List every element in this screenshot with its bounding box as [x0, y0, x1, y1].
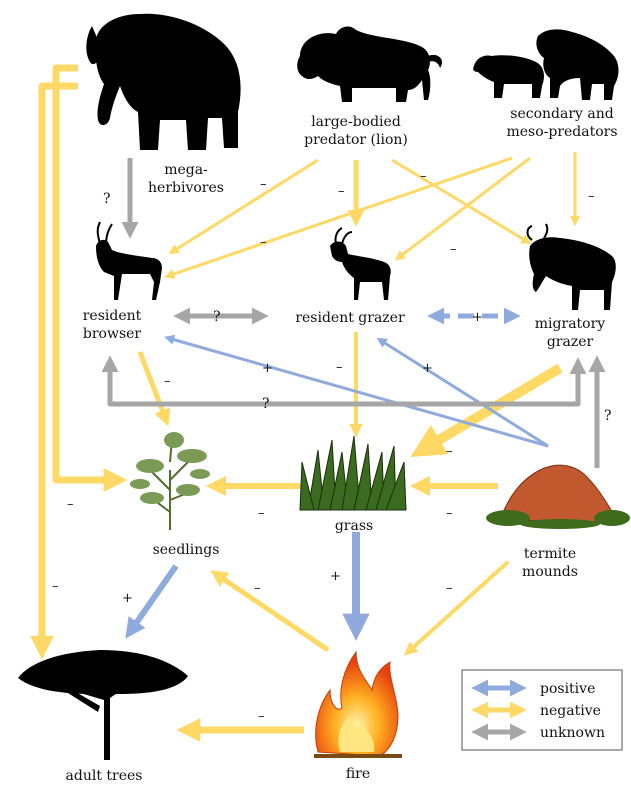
sign-minus-grazer-grass: – — [336, 360, 343, 375]
arrow-termite-migratory-gray — [280, 357, 587, 407]
sign-minus-elephant-trees-left: – — [52, 579, 59, 594]
sign-plus-grazer-migratory: + — [472, 310, 483, 325]
label-lion-line1: large-bodied — [311, 114, 401, 130]
sign-minus-browser-seedlings: – — [164, 374, 171, 389]
sign-minus-lion-grazer: – — [338, 184, 345, 199]
label-fire: fire — [346, 766, 370, 782]
sign-minus-termite-grass: – — [446, 506, 453, 521]
sign-minus-fire-trees: – — [258, 709, 265, 724]
sign-minus-meso-browser: – — [260, 235, 267, 250]
label-megaherbivores-line2: herbivores — [148, 180, 224, 196]
label-termite-line2: mounds — [522, 564, 578, 580]
sign-minus-grass-seedlings: – — [258, 506, 265, 521]
acacia-tree-icon — [18, 650, 188, 760]
legend-negative-label: negative — [540, 703, 601, 719]
arrow-megaherbivores-trees — [30, 82, 78, 660]
arrow-fire-seedlings — [210, 570, 330, 653]
sign-minus-migratory-grass: – — [446, 444, 453, 459]
label-trees: adult trees — [66, 768, 143, 784]
sign-minus-lion-migratory: – — [420, 169, 427, 184]
sign-plus-seedlings-trees: + — [122, 591, 133, 606]
sign-q-elephant-browser: ? — [103, 191, 111, 207]
label-seedlings: seedlings — [153, 542, 220, 558]
label-lion-line2: predator (lion) — [304, 132, 408, 148]
elephant-icon — [86, 13, 241, 151]
termite-mound-icon — [486, 464, 630, 529]
arrow-termite-fire — [403, 560, 510, 656]
arrow-browser-seedlings — [137, 351, 171, 427]
label-meso-line1: secondary and — [510, 106, 613, 122]
seedling-icon — [130, 432, 210, 530]
label-grazer: resident grazer — [295, 310, 405, 326]
sign-minus-meso-grazer: – — [450, 242, 457, 257]
sign-q-termite-gray: ? — [262, 396, 270, 412]
label-meso-line2: meso-predators — [506, 124, 617, 140]
label-migratory-line1: migratory — [535, 316, 606, 332]
arrow-lion-browser — [168, 158, 319, 255]
sign-plus-termite-browser: + — [262, 361, 273, 376]
arrow-meso-browser — [164, 156, 513, 279]
hyena-icon — [473, 29, 619, 101]
sign-minus-fire-seedlings: – — [254, 581, 261, 596]
arrows — [30, 64, 606, 742]
sign-plus-termite-grazer: + — [422, 361, 433, 376]
legend: positive negative unknown — [461, 669, 623, 751]
sign-plus-grass-fire: + — [330, 569, 341, 584]
node-labels: mega- herbivores large-bodied predator (… — [66, 106, 618, 784]
sign-labels: ? – – – – – – – ? + – – + + ? ? – – – + … — [52, 169, 612, 724]
label-browser-line1: resident — [83, 308, 142, 324]
arrow-megaherbivores-seedlings — [52, 64, 128, 492]
sign-minus-termite-fire: – — [446, 581, 453, 596]
sign-q-browser-grazer: ? — [213, 309, 221, 325]
legend-unknown-label: unknown — [540, 725, 605, 741]
sign-minus-meso-migratory: – — [588, 189, 595, 204]
legend-positive-label: positive — [540, 681, 595, 697]
sign-minus-elephant-trees: – — [67, 497, 74, 512]
label-termite-line1: termite — [524, 546, 576, 562]
label-megaherbivores-line1: mega- — [164, 162, 208, 178]
grass-icon — [299, 435, 407, 511]
label-grass: grass — [335, 518, 373, 534]
arrow-termite-browser-gray — [101, 355, 296, 407]
lion-icon — [297, 26, 443, 102]
arrow-termite-browser — [164, 334, 549, 448]
label-migratory-line2: grazer — [547, 334, 594, 350]
arrow-lion-migratory — [391, 158, 532, 245]
wildebeest-icon — [526, 223, 616, 310]
arrow-meso-grazer — [394, 156, 531, 261]
hartebeest-icon — [330, 227, 391, 300]
sign-q-termite-migratory: ? — [604, 408, 612, 424]
label-browser-line2: browser — [83, 326, 142, 342]
fire-icon — [314, 650, 402, 758]
antelope-icon — [96, 221, 162, 300]
arrow-termite-grazer — [376, 337, 549, 448]
arrow-seedlings-trees — [125, 564, 179, 639]
sign-minus-lion-browser: – — [260, 177, 267, 192]
